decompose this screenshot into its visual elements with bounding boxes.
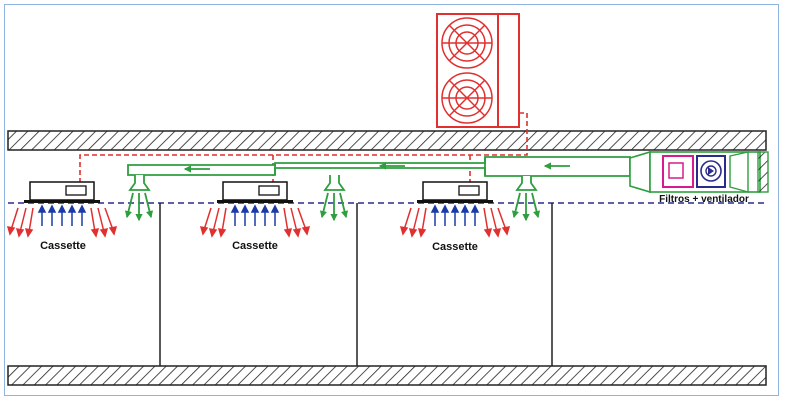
- cassette-label-3: Cassette: [432, 241, 478, 253]
- partition-walls: [159, 203, 553, 366]
- refrigerant-line: [79, 112, 528, 183]
- fresh-air-diffusers: [124, 192, 541, 222]
- condenser-fan-icon: [436, 13, 520, 128]
- cassette-air-arrows: [6, 204, 511, 238]
- filter-fan-unit: [629, 150, 769, 194]
- cassette-label-1: Cassette: [40, 240, 86, 252]
- upper-slab: [7, 130, 767, 151]
- cassette-unit-icon: [217, 181, 293, 203]
- filter-fan-label: Filtros + ventilador: [659, 194, 749, 205]
- fan-icon: [696, 155, 726, 188]
- fresh-air-duct: [127, 156, 631, 191]
- cassette-unit-icon: [24, 181, 100, 203]
- diagram-frame: [4, 4, 779, 396]
- filter-icon: [662, 155, 694, 188]
- cassette-label-2: Cassette: [232, 240, 278, 252]
- cassette-unit-icon: [417, 181, 493, 203]
- lower-slab: [7, 365, 767, 386]
